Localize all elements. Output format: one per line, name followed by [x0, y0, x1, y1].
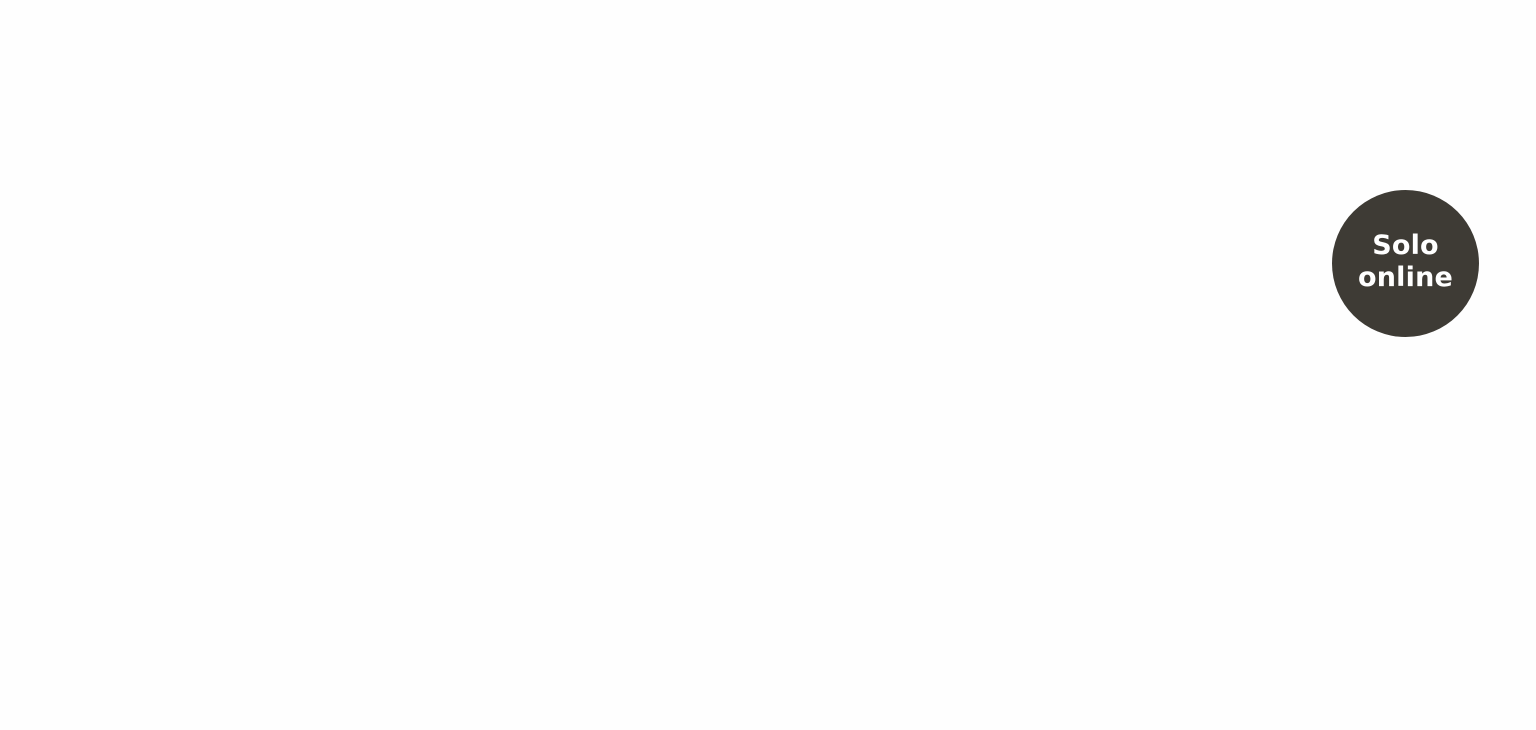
online-only-badge: Solo online	[1332, 190, 1479, 337]
badge-line-2: online	[1357, 261, 1453, 293]
badge-line-1: Solo	[1372, 229, 1439, 261]
